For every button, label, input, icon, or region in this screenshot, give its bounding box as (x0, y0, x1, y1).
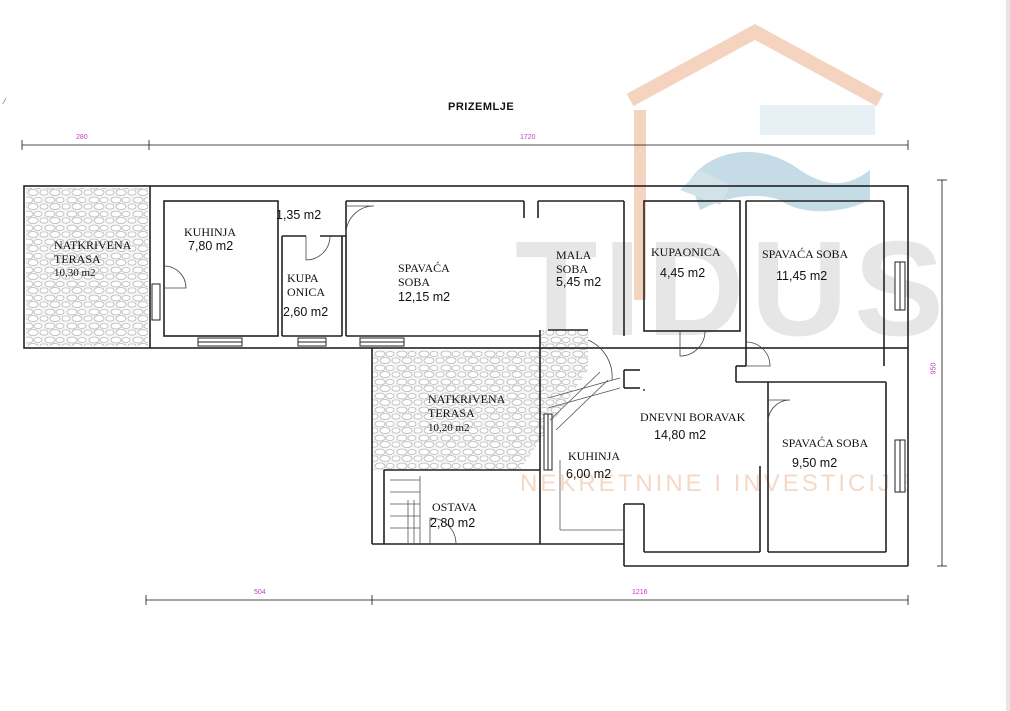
dimension-lines (21, 140, 947, 605)
living-room-area: 14,80 m2 (654, 428, 707, 442)
bath-1-name: KUPA ONICA (287, 271, 325, 299)
terrace-1-name: NATKRIVENA TERASA (54, 238, 132, 266)
bath-1-area: 2,60 m2 (283, 305, 329, 319)
storage-name: OSTAVA (432, 500, 477, 514)
dim-top-left: 280 (76, 134, 88, 141)
dim-bottom-right: 1216 (632, 589, 648, 596)
dim-right-side: 950 (930, 362, 938, 375)
terrace-2-name: NATKRIVENA TERASA (428, 392, 506, 420)
bath-2-name: KUPAONICA (651, 245, 721, 259)
small-room-area: 5,45 m2 (556, 275, 602, 289)
bedroom-2-name: SPAVAĆA SOBA (762, 247, 849, 261)
bedroom-1-name: SPAVAĆA SOBA (398, 261, 450, 289)
kitchen-2-name: KUHINJA (568, 449, 620, 463)
bedroom-3-area: 9,50 m2 (792, 456, 838, 470)
living-room-name: DNEVNI BORAVAK (640, 410, 746, 424)
storage-area: 2,80 m2 (430, 516, 476, 530)
terrace-2-area: 10,20 m2 (428, 422, 470, 434)
terrace-1-area: 10,30 m2 (54, 267, 96, 279)
bedroom-3-name: SPAVAĆA SOBA (782, 436, 869, 450)
hall-area: 1,35 m2 (276, 208, 322, 222)
dim-top-right: 1720 (520, 134, 536, 141)
watermark-tagline: NEKRETNINE I INVESTICIJE (520, 470, 912, 497)
windows (151, 261, 906, 493)
small-room-name: MALA SOBA (556, 248, 592, 276)
kitchen-1-area: 7,80 m2 (188, 239, 234, 253)
watermark-logo (626, 24, 884, 300)
bedroom-1-area: 12,15 m2 (398, 290, 451, 304)
bath-2-area: 4,45 m2 (660, 266, 706, 280)
terrace-2-hatch (372, 330, 588, 470)
doors (163, 205, 791, 545)
walls (23, 185, 909, 567)
bedroom-2-area: 11,45 m2 (776, 269, 828, 283)
kitchen-2-area: 6,00 m2 (566, 467, 612, 481)
dim-bottom-left: 504 (254, 589, 266, 596)
terrace-1-hatch (26, 188, 148, 346)
floor-title: PRIZEMLJE (448, 101, 515, 113)
kitchen-1-name: KUHINJA (184, 225, 236, 239)
page-edge (1006, 0, 1010, 711)
stairs (390, 371, 624, 544)
corner-mark: ⁄ (2, 97, 7, 106)
